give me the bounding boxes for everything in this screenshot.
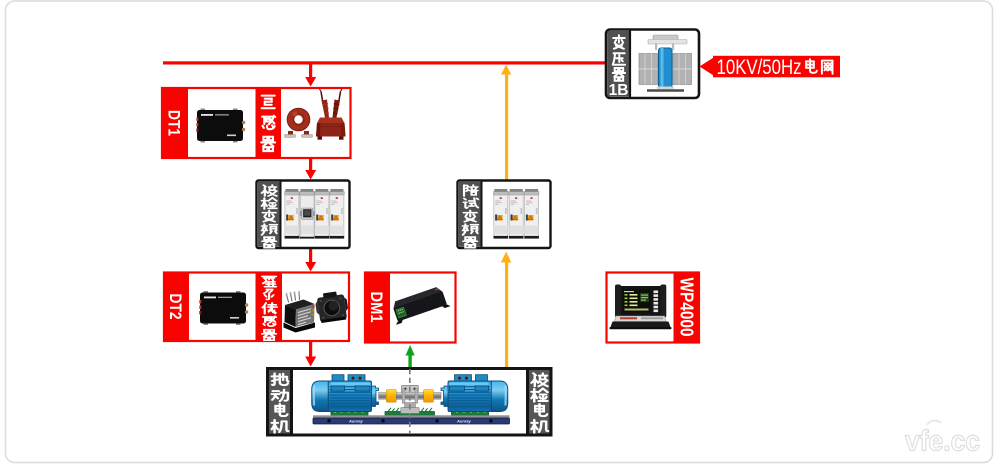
svg-text:vfe.cc: vfe.cc [905,426,980,458]
svg-text:WP4000: WP4000 [677,278,697,337]
svg-text:Aunray: Aunray [456,419,472,424]
svg-text:DM1: DM1 [367,292,386,323]
svg-text:DT1: DT1 [164,110,182,136]
svg-text:10KV/50Hz: 10KV/50Hz [717,55,802,79]
svg-text:Aunray: Aunray [348,419,364,424]
svg-text:1B: 1B [609,82,629,99]
svg-text:DT2: DT2 [166,294,184,320]
